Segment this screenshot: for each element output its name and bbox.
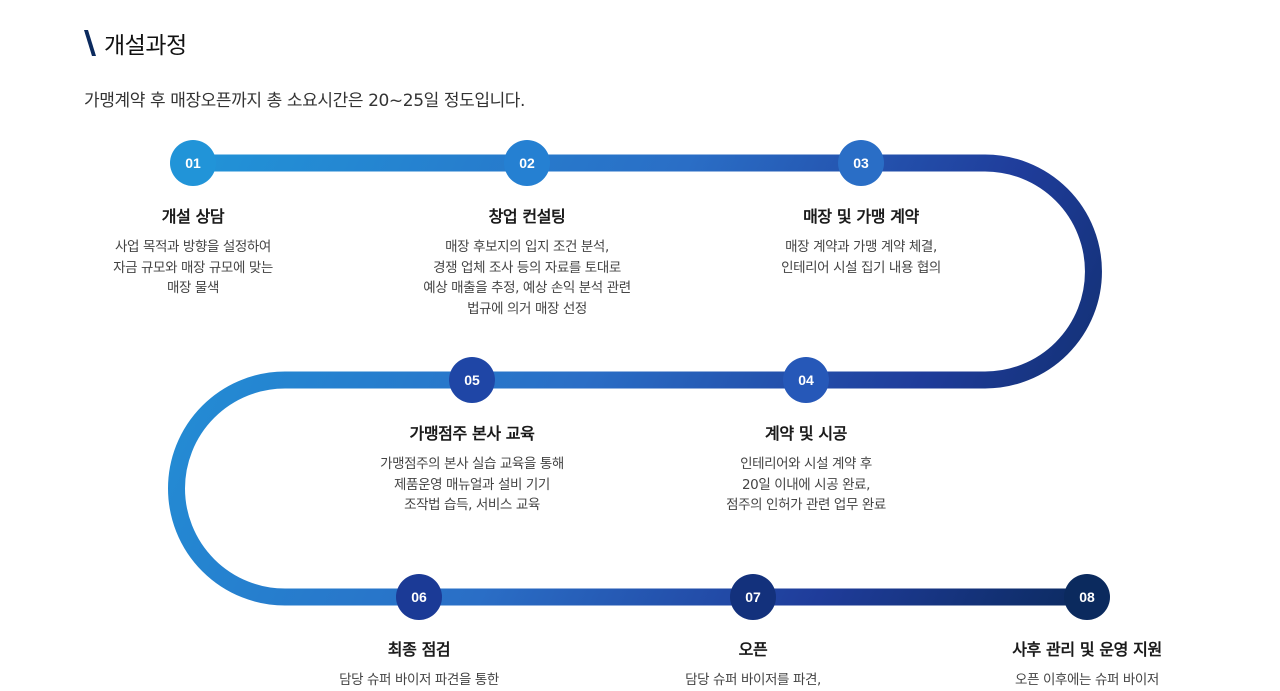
step-desc-line: 예상 매출을 추정, 예상 손익 분석 관련 bbox=[423, 280, 631, 297]
step-node-08: 08 bbox=[1064, 574, 1110, 620]
roadmap-line bbox=[168, 154, 1102, 606]
step-title: 창업 컨설팅 bbox=[488, 207, 566, 226]
step-desc-line: 매장 계약과 가맹 계약 체결, bbox=[785, 239, 937, 255]
step-title: 가맹점주 본사 교육 bbox=[409, 424, 535, 443]
intro-text: 가맹계약 후 매장오픈까지 총 소요시간은 20~25일 정도입니다. bbox=[84, 91, 526, 111]
step-desc-line: 제품운영 매뉴얼과 설비 기기 bbox=[394, 476, 550, 493]
step-desc-line: 인테리어와 시설 계약 후 bbox=[740, 456, 872, 472]
step-node-02: 02 bbox=[504, 140, 550, 186]
step-title: 계약 및 시공 bbox=[765, 424, 847, 443]
step-desc-line: 법규에 의거 매장 선정 bbox=[467, 300, 587, 317]
step-node-05: 05 bbox=[449, 357, 495, 403]
step-desc-line: 사업 목적과 방향을 설정하여 bbox=[115, 239, 271, 255]
section-title: 개설과정 bbox=[104, 33, 187, 59]
step-description: 담당 슈퍼 바이저 파견을 통한 bbox=[279, 670, 559, 691]
step-03: 매장 및 가맹 계약 매장 계약과 가맹 계약 체결, 인테리어 시설 집기 내… bbox=[721, 203, 1001, 278]
step-desc-line: 가맹점주의 본사 실습 교육을 통해 bbox=[380, 456, 564, 472]
slash-mark-icon bbox=[84, 30, 96, 56]
step-description: 매장 후보지의 입지 조건 분석, 경쟁 업체 조사 등의 자료를 토대로 예상… bbox=[387, 237, 667, 319]
step-desc-line: 담당 슈퍼 바이저 파견을 통한 bbox=[339, 672, 499, 688]
step-desc-line: 매장 물색 bbox=[167, 280, 219, 297]
step-description: 오픈 이후에는 슈퍼 바이저 bbox=[947, 670, 1227, 691]
step-desc-line: 점주의 인허가 관련 업무 완료 bbox=[726, 497, 886, 514]
step-node-01: 01 bbox=[170, 140, 216, 186]
step-title: 개설 상담 bbox=[161, 207, 225, 226]
step-description: 인테리어와 시설 계약 후 20일 이내에 시공 완료, 점주의 인허가 관련 … bbox=[666, 454, 946, 516]
step-07: 오픈 담당 슈퍼 바이저를 파견, bbox=[613, 636, 893, 691]
section-header: 개설과정 bbox=[84, 26, 187, 60]
step-node-04: 04 bbox=[783, 357, 829, 403]
step-05: 가맹점주 본사 교육 가맹점주의 본사 실습 교육을 통해 제품운영 매뉴얼과 … bbox=[332, 420, 612, 516]
step-node-06: 06 bbox=[396, 574, 442, 620]
step-description: 가맹점주의 본사 실습 교육을 통해 제품운영 매뉴얼과 설비 기기 조작법 습… bbox=[332, 454, 612, 516]
step-08: 사후 관리 및 운영 지원 오픈 이후에는 슈퍼 바이저 bbox=[947, 636, 1227, 691]
step-desc-line: 매장 후보지의 입지 조건 분석, bbox=[445, 239, 609, 255]
step-title: 매장 및 가맹 계약 bbox=[803, 207, 919, 226]
step-desc-line: 자금 규모와 매장 규모에 맞는 bbox=[113, 259, 273, 276]
step-01: 개설 상담 사업 목적과 방향을 설정하여 자금 규모와 매장 규모에 맞는 매… bbox=[53, 203, 333, 299]
step-desc-line: 20일 이내에 시공 완료, bbox=[741, 476, 871, 493]
step-02: 창업 컨설팅 매장 후보지의 입지 조건 분석, 경쟁 업체 조사 등의 자료를… bbox=[387, 203, 667, 319]
step-description: 사업 목적과 방향을 설정하여 자금 규모와 매장 규모에 맞는 매장 물색 bbox=[53, 237, 333, 299]
step-title: 최종 점검 bbox=[387, 640, 451, 659]
step-desc-line: 경쟁 업체 조사 등의 자료를 토대로 bbox=[433, 259, 621, 276]
step-06: 최종 점검 담당 슈퍼 바이저 파견을 통한 bbox=[279, 636, 559, 691]
step-04: 계약 및 시공 인테리어와 시설 계약 후 20일 이내에 시공 완료, 점주의… bbox=[666, 420, 946, 516]
step-desc-line: 조작법 습득, 서비스 교육 bbox=[404, 497, 540, 514]
step-description: 매장 계약과 가맹 계약 체결, 인테리어 시설 집기 내용 협의 bbox=[721, 237, 1001, 278]
step-desc-line: 인테리어 시설 집기 내용 협의 bbox=[781, 259, 941, 276]
step-node-03: 03 bbox=[838, 140, 884, 186]
step-desc-line: 담당 슈퍼 바이저를 파견, bbox=[685, 672, 821, 688]
step-title: 사후 관리 및 운영 지원 bbox=[1012, 640, 1162, 659]
step-desc-line: 오픈 이후에는 슈퍼 바이저 bbox=[1015, 672, 1159, 688]
step-title: 오픈 bbox=[738, 640, 768, 659]
step-node-07: 07 bbox=[730, 574, 776, 620]
step-description: 담당 슈퍼 바이저를 파견, bbox=[613, 670, 893, 691]
